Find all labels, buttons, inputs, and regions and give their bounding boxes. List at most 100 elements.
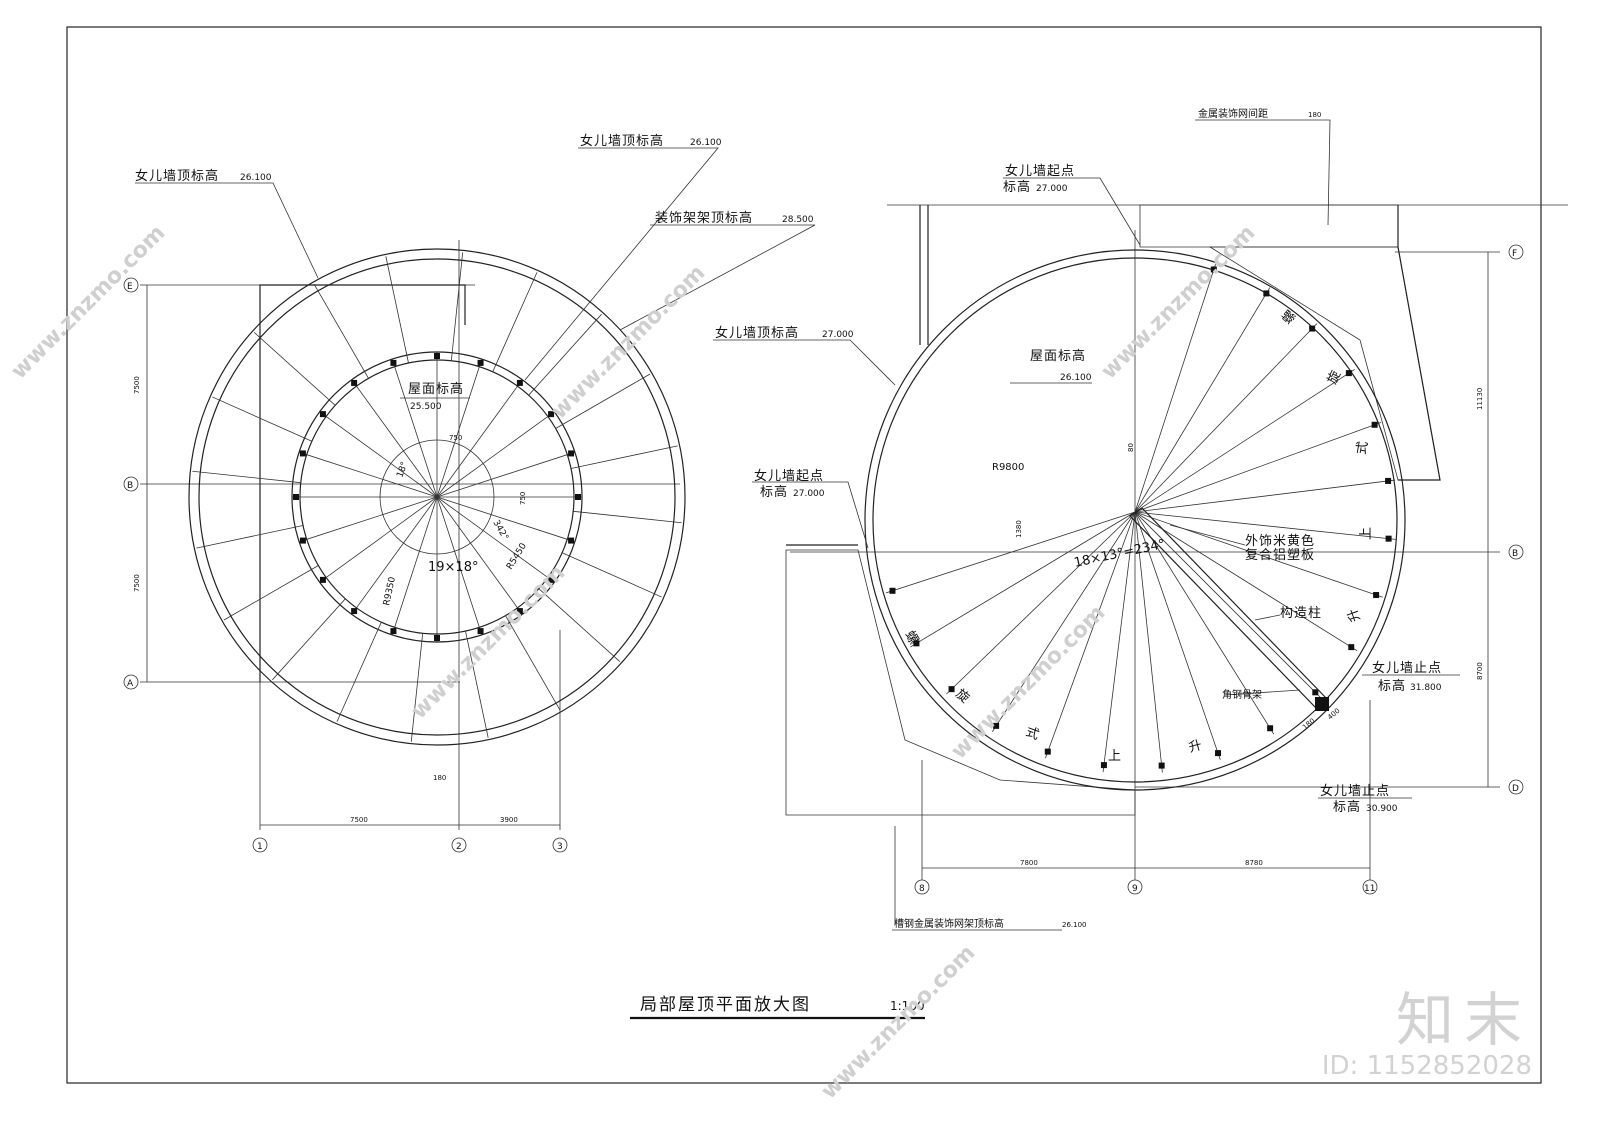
column-post-right — [1263, 290, 1270, 297]
dim-180-right: 180 — [1301, 717, 1316, 732]
rib-right — [1134, 511, 1221, 760]
column-post — [516, 608, 523, 615]
label-cladding-1: 外饰米黄色 — [1245, 533, 1315, 549]
outer-frame-circle-inner — [198, 258, 676, 736]
rib-outer — [336, 621, 382, 722]
column-post-right — [1210, 266, 1217, 273]
axis-label-9: 9 — [1132, 884, 1138, 894]
column-post — [319, 411, 326, 418]
label-column: 构造柱 — [1280, 606, 1322, 621]
rib-right — [1102, 511, 1136, 773]
axis-label-11: 11 — [1364, 884, 1375, 894]
rib-outer — [450, 252, 464, 361]
label-roof-level: 屋面标高 — [408, 381, 464, 397]
axis-label-f: F — [1512, 249, 1517, 259]
rib-inner — [436, 451, 576, 498]
column-post-right — [1385, 477, 1392, 484]
column-post-right — [1385, 535, 1392, 542]
value-parapet-end-1: 31.800 — [1410, 683, 1442, 693]
value-roof-level-right: 26.100 — [1060, 373, 1092, 383]
leader-column — [1254, 614, 1281, 621]
dim-8700: 8700 — [1476, 662, 1484, 680]
rib-inner — [298, 496, 438, 543]
rib-inner — [391, 358, 438, 498]
rib-inner — [391, 496, 438, 636]
axis-label-a: A — [127, 679, 134, 689]
rib-right — [1134, 479, 1396, 513]
label-parapet-start-2: 女儿墙起点 — [754, 468, 824, 484]
rib-inner — [319, 496, 438, 583]
axis-label-b: B — [127, 481, 133, 491]
leader-parapet-top-right — [713, 339, 896, 386]
rib-outer — [528, 313, 602, 396]
column-post — [390, 359, 397, 366]
column-post — [293, 494, 299, 500]
axis-bubble-f — [1508, 244, 1524, 260]
right-wall — [1397, 205, 1441, 481]
axis-bubble-b-right — [1508, 544, 1524, 560]
value-parapet-start-1: 27.000 — [1036, 184, 1068, 194]
spiral-char-upper-2: 旋 — [1325, 368, 1345, 387]
dim-180: 180 — [433, 774, 446, 782]
roof-outline — [259, 284, 466, 682]
axis-label-8: 8 — [919, 884, 925, 894]
column-post — [548, 576, 555, 583]
column-post — [477, 359, 484, 366]
radius-label-right: R9800 — [992, 462, 1024, 473]
column-post-right — [1348, 644, 1355, 651]
axis-label-d: D — [1512, 784, 1519, 794]
rib-right — [1134, 323, 1318, 513]
label-mesh-spacing: 金属装饰网间距 — [1198, 107, 1268, 120]
rib-right — [1134, 422, 1382, 513]
rib-inner — [298, 451, 438, 498]
spiral-outer-circle-inner — [872, 257, 1398, 783]
label-parapet-start-1-level: 标高 — [1003, 179, 1031, 195]
dim-8780: 8780 — [1245, 859, 1263, 867]
rib-outer — [505, 615, 561, 711]
rib-inner — [436, 496, 483, 636]
outer-frame-circle — [188, 248, 686, 746]
column-posts-right — [889, 266, 1392, 769]
label-roof-level-right: 屋面标高 — [1030, 348, 1086, 364]
label-parapet-start-1: 女儿墙起点 — [1005, 163, 1075, 179]
column-post — [299, 537, 306, 544]
rib-right — [1134, 511, 1163, 773]
label-parapet-start-2-level: 标高 — [760, 484, 788, 500]
rib-right — [1134, 262, 1217, 513]
watermark-text-6: www.znzmo.com — [817, 940, 981, 1104]
rib-right — [1134, 511, 1358, 652]
column-post-right — [1309, 325, 1316, 332]
axis-bubble-2 — [451, 837, 467, 853]
column-post-right — [1100, 762, 1107, 769]
rib-outer — [410, 633, 424, 742]
axis-label-2: 2 — [456, 842, 462, 852]
rib-outer — [465, 630, 489, 738]
rib-outer — [223, 565, 319, 621]
rib-right — [991, 511, 1136, 732]
spiral-char-lower-3: 式 — [1024, 725, 1042, 744]
watermark-brand: 知末 ID: 1152852028 — [1322, 989, 1532, 1081]
label-frame-top: 装饰架架顶标高 — [655, 210, 753, 226]
dim-7500-v2: 7500 — [133, 574, 141, 592]
radius-label-1: R9350 — [382, 576, 398, 607]
rib-outer — [538, 588, 621, 662]
column-post — [575, 494, 581, 500]
column-post-right — [1312, 689, 1319, 696]
column-post-right — [1345, 370, 1352, 377]
column-post — [548, 411, 555, 418]
dim-750-a: 750 — [449, 434, 462, 442]
drawing-scale: 1:100 — [890, 999, 925, 1013]
label-parapet-end-1: 女儿墙止点 — [1372, 660, 1442, 676]
leader-frame-top — [619, 224, 816, 331]
label-parapet-top-right: 女儿墙顶标高 — [715, 325, 799, 341]
leader-cladding — [1169, 524, 1246, 546]
column-post — [351, 379, 358, 386]
rib-outer — [573, 510, 682, 524]
value-parapet-top-2: 26.100 — [690, 138, 722, 148]
column-post — [568, 450, 575, 457]
drawing-title: 局部屋顶平面放大图 — [640, 995, 811, 1015]
rib-right — [946, 511, 1136, 695]
angle-note-3: 342° — [490, 519, 510, 543]
value-roof-level: 25.500 — [410, 402, 442, 412]
